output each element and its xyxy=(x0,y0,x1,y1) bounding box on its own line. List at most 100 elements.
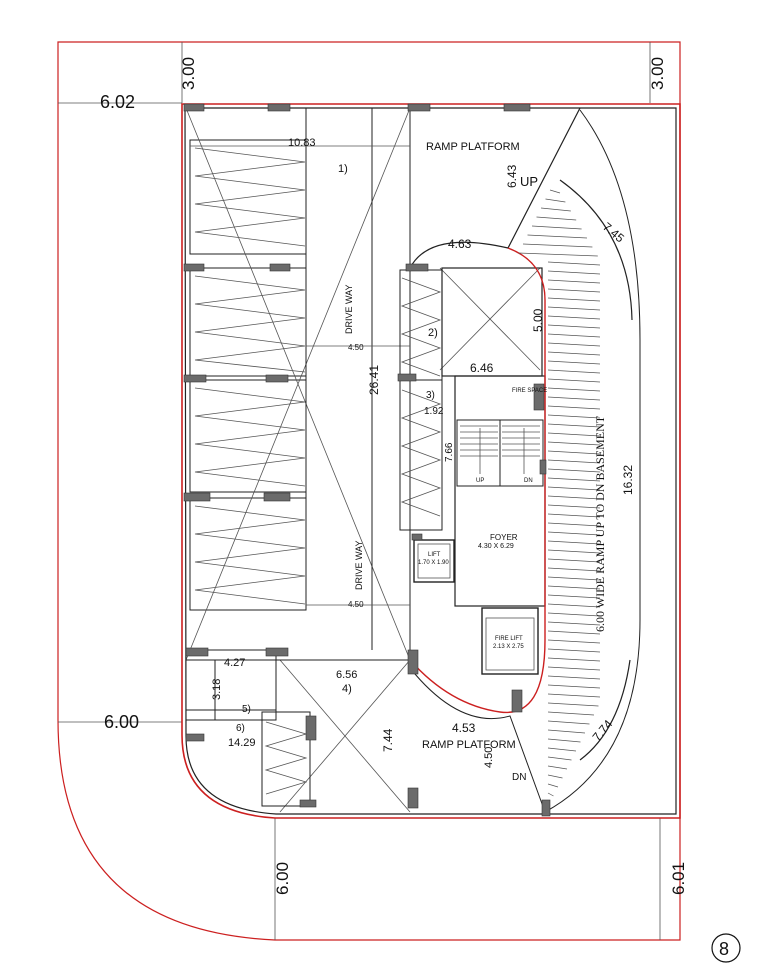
ramp-hatch-line xyxy=(547,747,577,752)
ramp-hatch-line xyxy=(547,774,563,779)
ramp-hatch-line xyxy=(547,342,601,347)
stair-treads xyxy=(460,425,540,457)
dim-stair-width: 1.92 xyxy=(424,406,444,417)
ramp-hatch-line xyxy=(547,549,601,554)
label-ramp-note: 6.00 WIDE RAMP UP TO DN BASEMENT xyxy=(593,415,607,632)
label-stair-up: UP xyxy=(476,478,484,484)
ramp-hatch-line xyxy=(547,432,601,437)
ramp-hatch-line xyxy=(547,306,601,311)
ramp-hatch-line xyxy=(547,477,601,482)
ramp-hatch-line xyxy=(547,360,601,365)
dim-drive-way-1: 4.50 xyxy=(348,343,364,352)
site-boundary xyxy=(57,41,681,941)
parking-lower-left xyxy=(185,649,410,807)
dim-parking-width-top: 10.83 xyxy=(288,137,316,149)
ramp-hatch-line xyxy=(547,387,601,392)
ramp-hatch-line xyxy=(547,630,601,635)
dim-core-length: 26.41 xyxy=(367,365,381,395)
construction-lines xyxy=(185,107,541,813)
label-zone-1: 1) xyxy=(338,163,348,175)
ramp-hatch-line xyxy=(547,441,601,446)
ramp-hatch-line xyxy=(547,504,601,509)
ramp-hatch-line xyxy=(547,639,601,644)
ramp-hatch-line xyxy=(547,450,601,455)
ramp-hatching xyxy=(518,189,601,797)
ramp-hatch-line xyxy=(547,279,601,284)
dim-bottom-left-setback: 6.00 xyxy=(273,862,292,895)
ramp-hatch-line xyxy=(547,612,601,617)
dim-ramp-length: 16.32 xyxy=(621,465,635,495)
dim-stair-length: 7.66 xyxy=(444,442,455,462)
label-fire-lift: FIRE LIFT xyxy=(495,636,523,642)
ramp-hatch-line xyxy=(547,621,601,626)
ramp-hatch-line xyxy=(547,261,601,266)
ramp-hatch-line xyxy=(536,216,577,221)
dim-lower-drive-width: 6.56 xyxy=(336,669,357,681)
dim-lobby-width: 6.46 xyxy=(470,361,494,375)
label-fire-space: FIRE SPACE xyxy=(512,388,547,394)
label-lift-size: 1.70 X 1.90 xyxy=(418,560,449,566)
dim-ramp-radius-top: 7.45 xyxy=(600,220,627,246)
structural-columns xyxy=(183,103,551,817)
ramp-hatch-line xyxy=(547,468,601,473)
ramp-hatch-line xyxy=(547,315,601,320)
ramp-hatch-line xyxy=(547,594,601,599)
label-zone-4: 4) xyxy=(342,683,352,695)
ramp-hatch-line xyxy=(527,234,588,239)
ramp-hatch-line xyxy=(547,414,601,419)
ramp-hatch-line xyxy=(547,693,601,698)
sheet-number-badge: 8 xyxy=(711,933,741,963)
label-ramp-platform-bottom: RAMP PLATFORM xyxy=(422,739,516,751)
ramp-hatch-line xyxy=(547,297,601,302)
ramp-hatch-line xyxy=(547,585,601,590)
dim-bottom-right-setback: 6.01 xyxy=(669,862,688,895)
ramp-hatch-line xyxy=(547,729,586,734)
dim-top-left-setback: 3.00 xyxy=(179,57,198,90)
ramp-hatch-line xyxy=(547,675,601,680)
ramp-hatch-line xyxy=(547,648,601,653)
dim-ramp-bottom-width: 4.53 xyxy=(452,721,476,735)
dim-lower-parking-height: 3.18 xyxy=(211,679,223,700)
label-dn: DN xyxy=(512,772,526,783)
ramp-hatch-line xyxy=(547,666,601,671)
ramp-hatch-line xyxy=(547,756,572,761)
label-zone-5: 5) xyxy=(242,704,251,715)
ramp-hatch-line xyxy=(547,369,601,374)
label-zone-6: 6) xyxy=(236,723,245,734)
dim-lower-drive-length: 7.44 xyxy=(381,728,395,752)
label-up: UP xyxy=(520,174,538,189)
room-labels: RAMP PLATFORM RAMP PLATFORM UP DN DRIVE … xyxy=(236,141,607,783)
dim-area-6: 14.29 xyxy=(228,737,256,749)
ramp-hatch-line xyxy=(547,657,601,662)
dim-top-left-offset: 6.02 xyxy=(100,92,135,112)
label-drive-way-1: DRIVE WAY xyxy=(344,284,354,334)
ramp-hatch-line xyxy=(547,603,601,608)
ramp-hatch-line xyxy=(547,765,568,770)
curved-ramp xyxy=(409,107,641,813)
ramp-hatch-line xyxy=(547,702,599,707)
dim-lower-parking-width: 4.27 xyxy=(224,657,245,669)
ramp-hatch-line xyxy=(547,324,601,329)
dim-ramp-top-height: 6.43 xyxy=(505,164,519,188)
ramp-hatch-line xyxy=(545,198,566,203)
label-lift: LIFT xyxy=(428,552,441,558)
dim-drive-way-2: 4.50 xyxy=(348,600,364,609)
parking-bays-left xyxy=(189,139,307,611)
ramp-hatch-line xyxy=(547,558,601,563)
ramp-hatch-line xyxy=(549,189,561,194)
ramp-hatch-line xyxy=(518,252,598,257)
ramp-hatch-line xyxy=(522,243,593,248)
ramp-hatch-line xyxy=(547,738,581,743)
ramp-hatch-line xyxy=(547,567,601,572)
label-zone-3: 3) xyxy=(426,390,435,401)
ramp-hatch-line xyxy=(547,423,601,428)
label-foyer: FOYER xyxy=(490,533,518,542)
ramp-hatch-line xyxy=(547,459,601,464)
dim-ramp-bottom-height: 4.50 xyxy=(483,747,495,768)
ramp-hatch-line xyxy=(547,351,601,356)
dim-top-right-setback: 3.00 xyxy=(648,57,667,90)
dim-lobby-height: 5.00 xyxy=(531,308,545,332)
label-foyer-size: 4.30 X 6.29 xyxy=(478,543,514,550)
ramp-hatch-line xyxy=(547,720,590,725)
